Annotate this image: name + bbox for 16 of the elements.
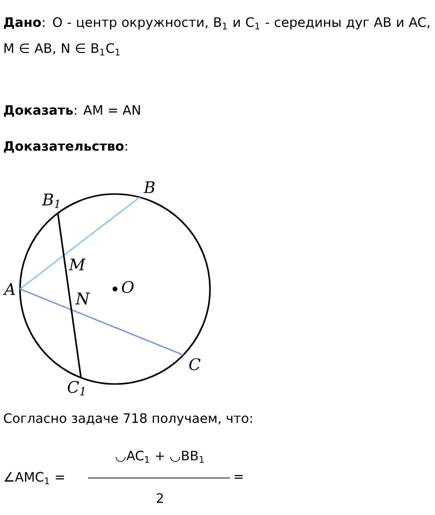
point-label: C — [189, 358, 200, 370]
formula-numerator: ◡AC$_{1}$ + ◡BB$_{1}$ — [116, 450, 204, 463]
point-label: O — [122, 280, 134, 294]
prove-text: Доказать: AM = AN — [4, 105, 140, 117]
point-label: A — [3, 283, 15, 295]
formula-denominator: 2 — [156, 493, 163, 503]
proof-heading: Доказательство: — [4, 141, 127, 153]
given-text: Дано: O - центр окружности, B$_{1}$ и C$_{1}$ - середины дуг AB и AC, M ∈ AB, N ∈ B$_{1}$C$_{1}$ — [4, 17, 430, 56]
formula-text: = — [234, 475, 243, 479]
point-label: M — [68, 258, 86, 270]
point-label: C$_{1}$ — [68, 380, 84, 396]
point-label: B$_{1}$ — [42, 194, 59, 208]
point-label: N — [75, 292, 90, 305]
formula-text: ∠AMC$_{1}$ = — [4, 472, 64, 484]
text-line: Согласно задаче 718 получаем, что: — [4, 413, 252, 426]
point-label: B — [143, 181, 155, 194]
